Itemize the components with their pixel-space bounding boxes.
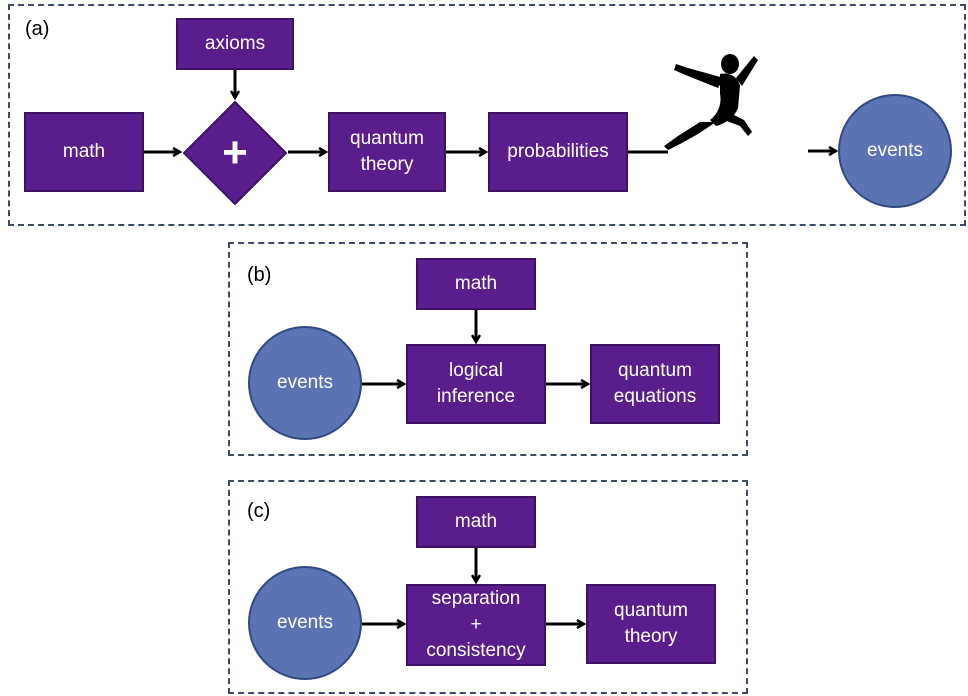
panel-c (228, 480, 748, 694)
panel-a (8, 4, 966, 226)
diamond-shape (182, 100, 288, 206)
quantum-theory-box-c: quantum theory (586, 584, 716, 664)
quantum-theory-box-a: quantum theory (328, 112, 446, 192)
math-box-c: math (416, 496, 536, 548)
jumping-person-icon (664, 54, 758, 150)
events-circle-a: events (838, 94, 952, 208)
math-box-a: math (24, 112, 144, 192)
panel-c-label: (c) (247, 500, 271, 522)
axioms-box: axioms (176, 18, 294, 70)
logical-inference-box: logical inference (406, 344, 546, 424)
panel-b (228, 242, 748, 456)
panel-b-label: (b) (247, 264, 272, 286)
panel-a-label: (a) (25, 18, 50, 40)
separation-consistency-box: separation + consistency (406, 584, 546, 666)
quantum-equations-box: quantum equations (590, 344, 720, 424)
events-circle-c: events (248, 566, 362, 680)
events-circle-b: events (248, 326, 362, 440)
plus-sign: + (222, 128, 248, 177)
combine-diamond (182, 100, 288, 206)
math-box-b: math (416, 258, 536, 310)
probabilities-box: probabilities (488, 112, 628, 192)
